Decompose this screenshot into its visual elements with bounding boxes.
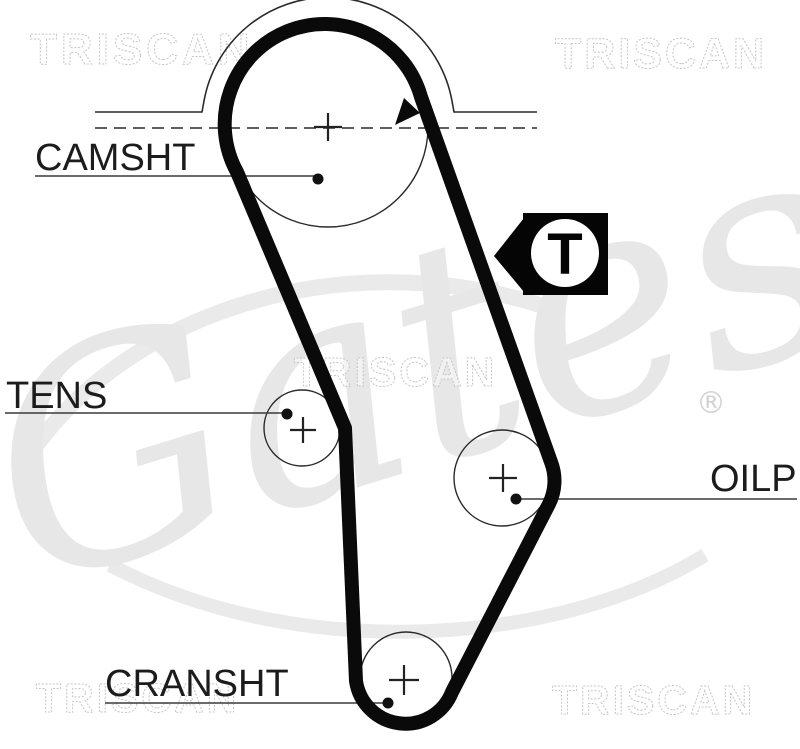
gates-swoosh-lower <box>106 549 709 639</box>
triscan-watermark-bottom-left: TRISCAN <box>36 675 239 721</box>
tension-badge-arrow-icon <box>494 218 524 292</box>
crankshaft-center-cross <box>389 665 419 695</box>
oil-pump-leader-dot <box>510 493 522 505</box>
registered-trademark-symbol: ® <box>696 386 726 421</box>
oil-pump-center-cross <box>489 464 517 492</box>
triscan-watermark-top-left: TRISCAN <box>30 25 254 74</box>
triscan-watermark-top-right: TRISCAN <box>555 30 767 78</box>
camshaft-leader-dot <box>312 173 324 185</box>
triscan-watermark-bottom-right: TRISCAN <box>552 677 755 723</box>
crankshaft-label: CRANSHT <box>105 663 289 705</box>
camshaft-label: CAMSHT <box>35 137 195 179</box>
triscan-watermark-middle: TRISCAN <box>294 349 497 395</box>
belt-direction-arrow-icon <box>395 98 420 125</box>
tension-badge-letter: T <box>547 222 582 287</box>
tensioner-center-cross <box>290 417 316 443</box>
oil-pump-label: OILP <box>710 458 797 500</box>
tensioner-label: TENS <box>6 375 107 417</box>
camshaft-center-cross <box>314 113 342 141</box>
triscan-watermarks: TRISCAN TRISCAN TRISCAN TRISCAN TRISCAN <box>30 25 767 724</box>
tension-badge: T <box>494 213 608 295</box>
engine-head-outline <box>95 0 537 113</box>
timing-belt-path <box>217 16 562 731</box>
crankshaft-leader-dot <box>382 697 394 709</box>
gates-swoosh-upper <box>13 274 543 475</box>
tensioner-leader-dot <box>281 408 293 420</box>
tension-badge-circle <box>531 219 599 287</box>
